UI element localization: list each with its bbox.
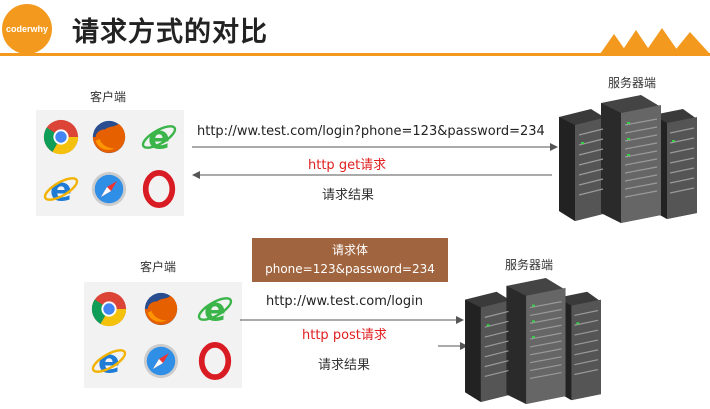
post-method: http post请求 xyxy=(302,328,387,343)
get-server-icon xyxy=(559,95,697,223)
get-server-label: 服务器端 xyxy=(608,76,657,90)
logo-text: coderwhy xyxy=(5,24,48,34)
get-arrows xyxy=(192,143,558,179)
ie-green-icon: e xyxy=(197,290,233,328)
post-arrows xyxy=(240,316,468,350)
safari-icon xyxy=(91,171,127,207)
svg-text:e: e xyxy=(98,342,120,380)
opera-icon xyxy=(198,342,232,380)
get-method: http get请求 xyxy=(308,158,387,173)
post-server-icon xyxy=(465,278,601,405)
get-client-label: 客户端 xyxy=(90,90,127,104)
safari-icon xyxy=(143,343,179,379)
request-body-box: 请求体 phone=123&password=234 xyxy=(252,238,448,282)
firefox-icon xyxy=(92,120,126,154)
request-body-title: 请求体 xyxy=(331,243,368,257)
coderwhy-logo: coderwhy xyxy=(2,4,52,54)
ie-blue-icon: e xyxy=(43,170,79,208)
chrome-icon xyxy=(43,119,79,155)
firefox-icon xyxy=(144,292,178,326)
post-server-label: 服务器端 xyxy=(505,258,554,272)
post-browser-panel: e e xyxy=(84,282,242,388)
request-body-content: phone=123&password=234 xyxy=(265,262,435,276)
ie-green-icon: e xyxy=(141,118,177,156)
page-title: 请求方式的对比 xyxy=(72,17,268,48)
chrome-icon xyxy=(91,291,127,327)
svg-text:e: e xyxy=(148,118,170,156)
get-browser-panel: e e xyxy=(36,110,184,216)
post-client-label: 客户端 xyxy=(140,260,177,274)
post-url: http://ww.test.com/login xyxy=(266,294,423,309)
post-response-label: 请求结果 xyxy=(318,358,371,373)
header-decoration xyxy=(600,28,710,54)
ie-blue-icon: e xyxy=(91,342,127,380)
header-divider xyxy=(0,53,710,56)
svg-text:e: e xyxy=(204,290,226,328)
get-response-label: 请求结果 xyxy=(322,188,375,203)
opera-icon xyxy=(142,170,176,208)
get-url: http://ww.test.com/login?phone=123&passw… xyxy=(197,124,545,139)
svg-text:e: e xyxy=(50,170,72,208)
